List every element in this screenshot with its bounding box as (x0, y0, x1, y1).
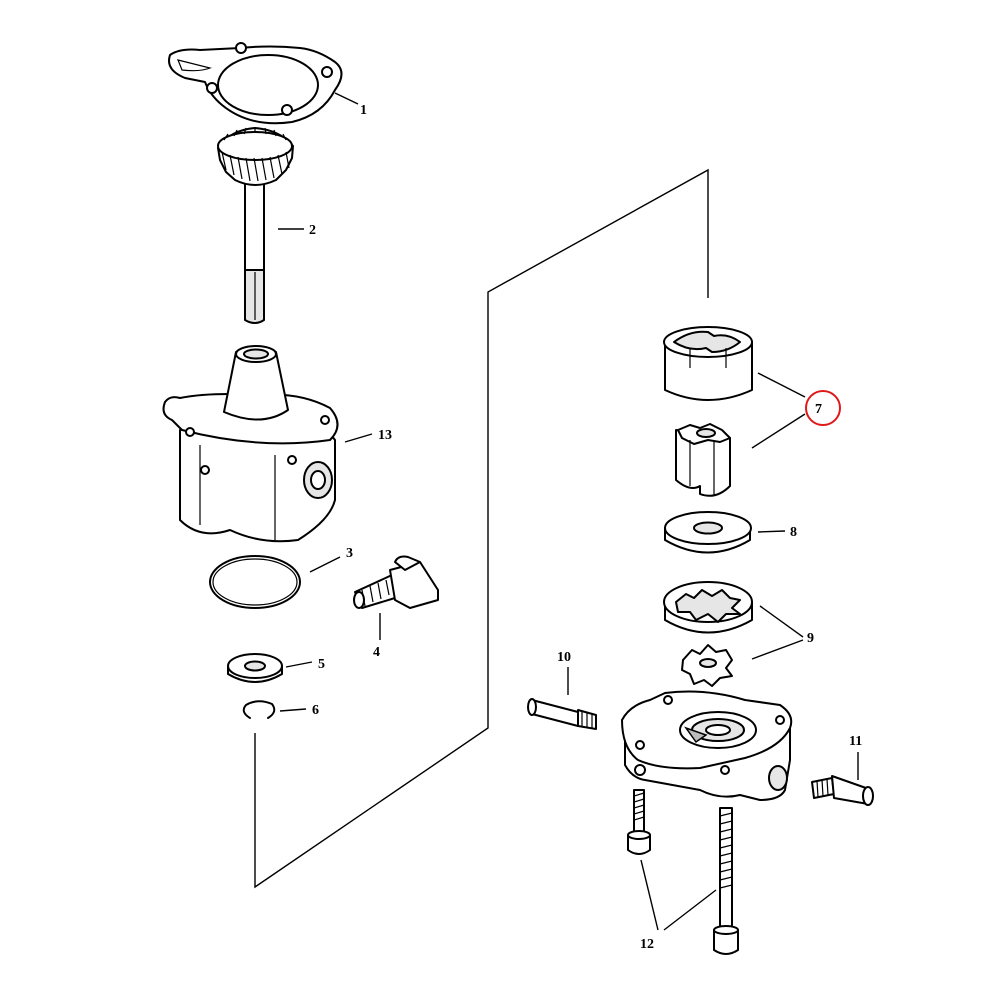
assembly-connector-line (254, 168, 709, 889)
callout-6: 6 (312, 703, 319, 718)
pump-cover-plate-part[interactable] (621, 690, 793, 801)
callout-7: 7 (815, 402, 822, 417)
callout-5: 5 (318, 657, 325, 672)
o-ring-part[interactable] (209, 555, 301, 609)
washer-part[interactable] (227, 653, 283, 683)
callout-2: 2 (309, 223, 316, 238)
scavenge-outer-rotor-part[interactable] (663, 581, 753, 634)
drive-gear-shaft-part[interactable] (217, 127, 294, 324)
elbow-fitting-part[interactable] (353, 555, 439, 609)
retaining-ring-part[interactable] (242, 700, 276, 719)
oil-pump-body-part[interactable] (162, 345, 339, 543)
long-screw-part[interactable] (713, 807, 739, 955)
callout-4: 4 (373, 645, 380, 660)
callout-1: 1 (360, 103, 367, 118)
short-screw-part[interactable] (627, 789, 651, 855)
outer-rotor-part[interactable] (663, 326, 753, 401)
callout-10: 10 (557, 650, 571, 665)
fitting-right-part[interactable] (811, 775, 874, 806)
gasket-part[interactable] (168, 42, 343, 125)
separator-plate-part[interactable] (664, 511, 752, 554)
callout-12: 12 (640, 937, 654, 952)
fitting-left-part[interactable] (527, 698, 597, 730)
callout-3: 3 (346, 546, 353, 561)
callout-8: 8 (790, 525, 797, 540)
inner-rotor-part[interactable] (675, 423, 731, 497)
callout-7-highlight-ring (805, 390, 841, 426)
callout-13: 13 (378, 428, 392, 443)
callout-9: 9 (807, 631, 814, 646)
callout-11: 11 (849, 734, 862, 749)
scavenge-inner-rotor-part[interactable] (681, 644, 733, 687)
